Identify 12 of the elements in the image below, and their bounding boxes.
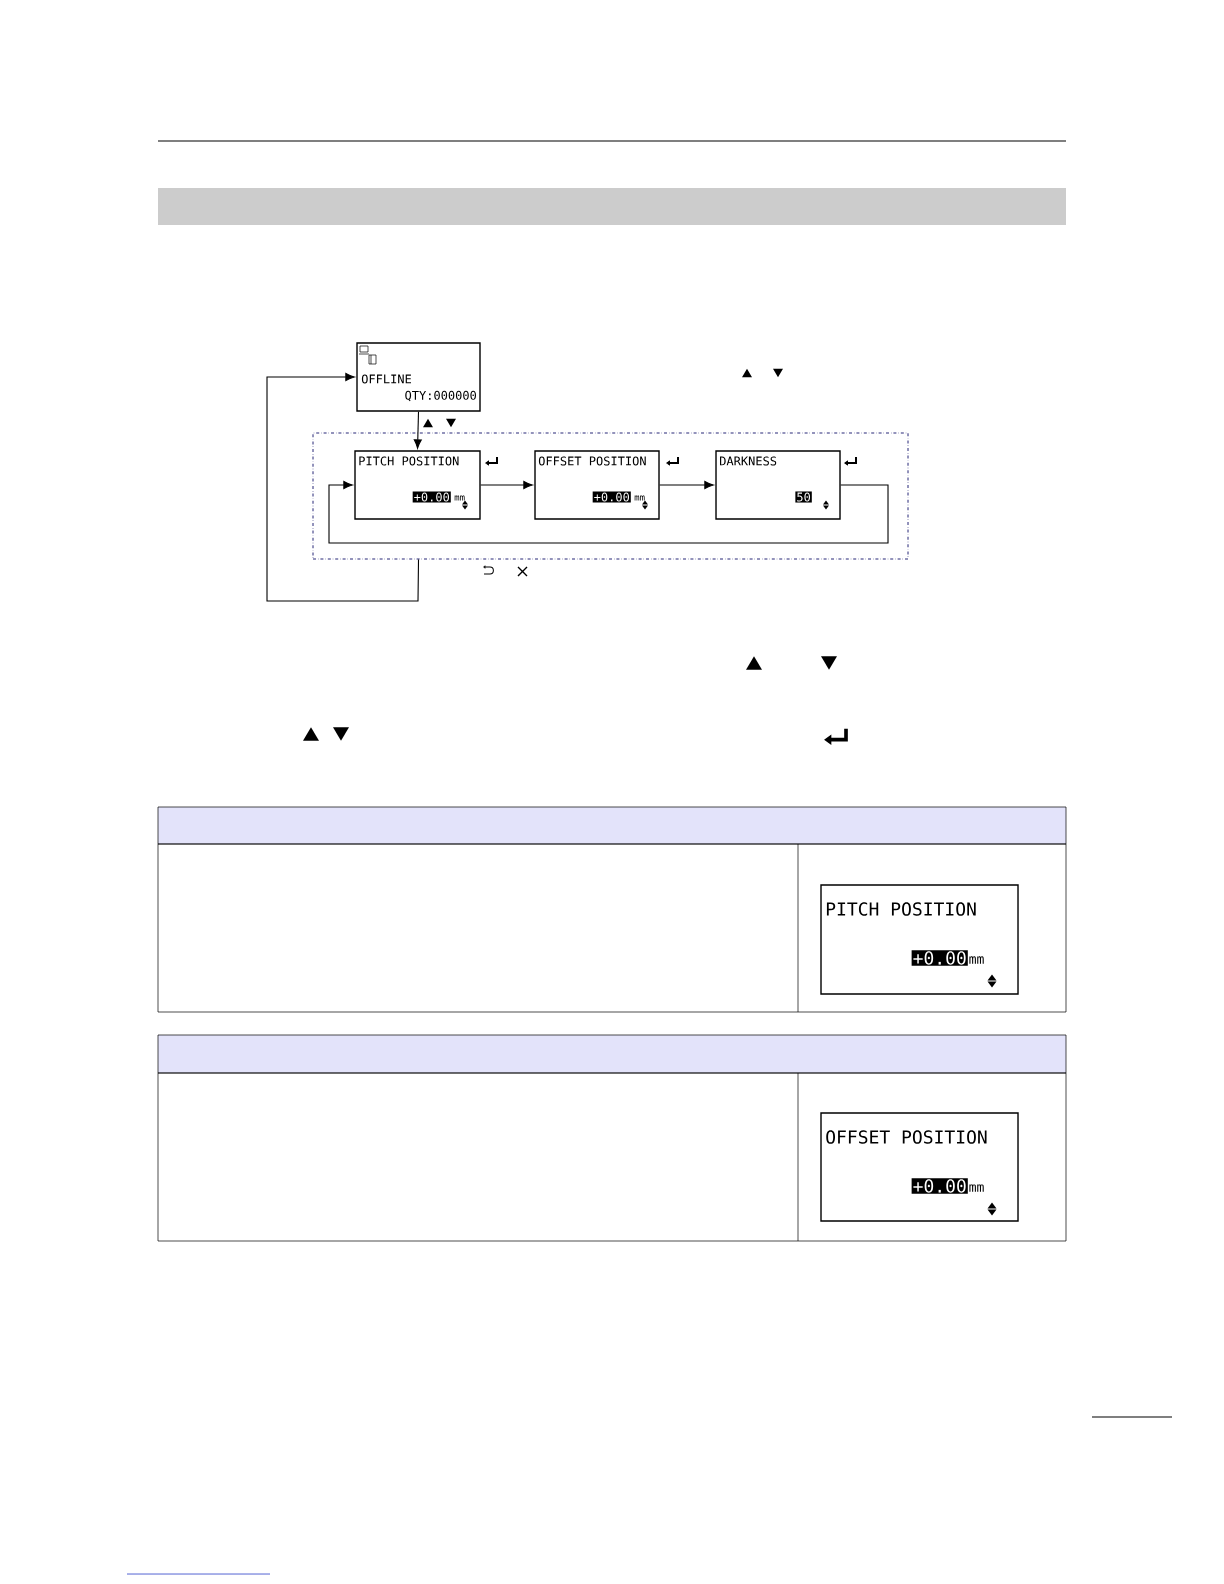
arrow (266, 372, 420, 602)
lcd-screen: OFFSET POSITION +0.00 mm (820, 1112, 1019, 1222)
lcd-screen: OFFSET POSITION +0.00 mm (534, 450, 660, 520)
lcd-screen: DARKNESS 50 (715, 450, 841, 520)
arrow (413, 411, 422, 449)
lcd-screen: PITCH POSITION +0.00 mm (820, 884, 1019, 995)
arrow (328, 480, 889, 544)
arrow (480, 480, 533, 490)
lcd-screen: OFFLINE QTY:000000 (356, 342, 481, 412)
arrow (659, 480, 714, 490)
lcd-screen: PITCH POSITION +0.00 mm (354, 450, 481, 520)
dashed-group-frame (312, 432, 909, 560)
